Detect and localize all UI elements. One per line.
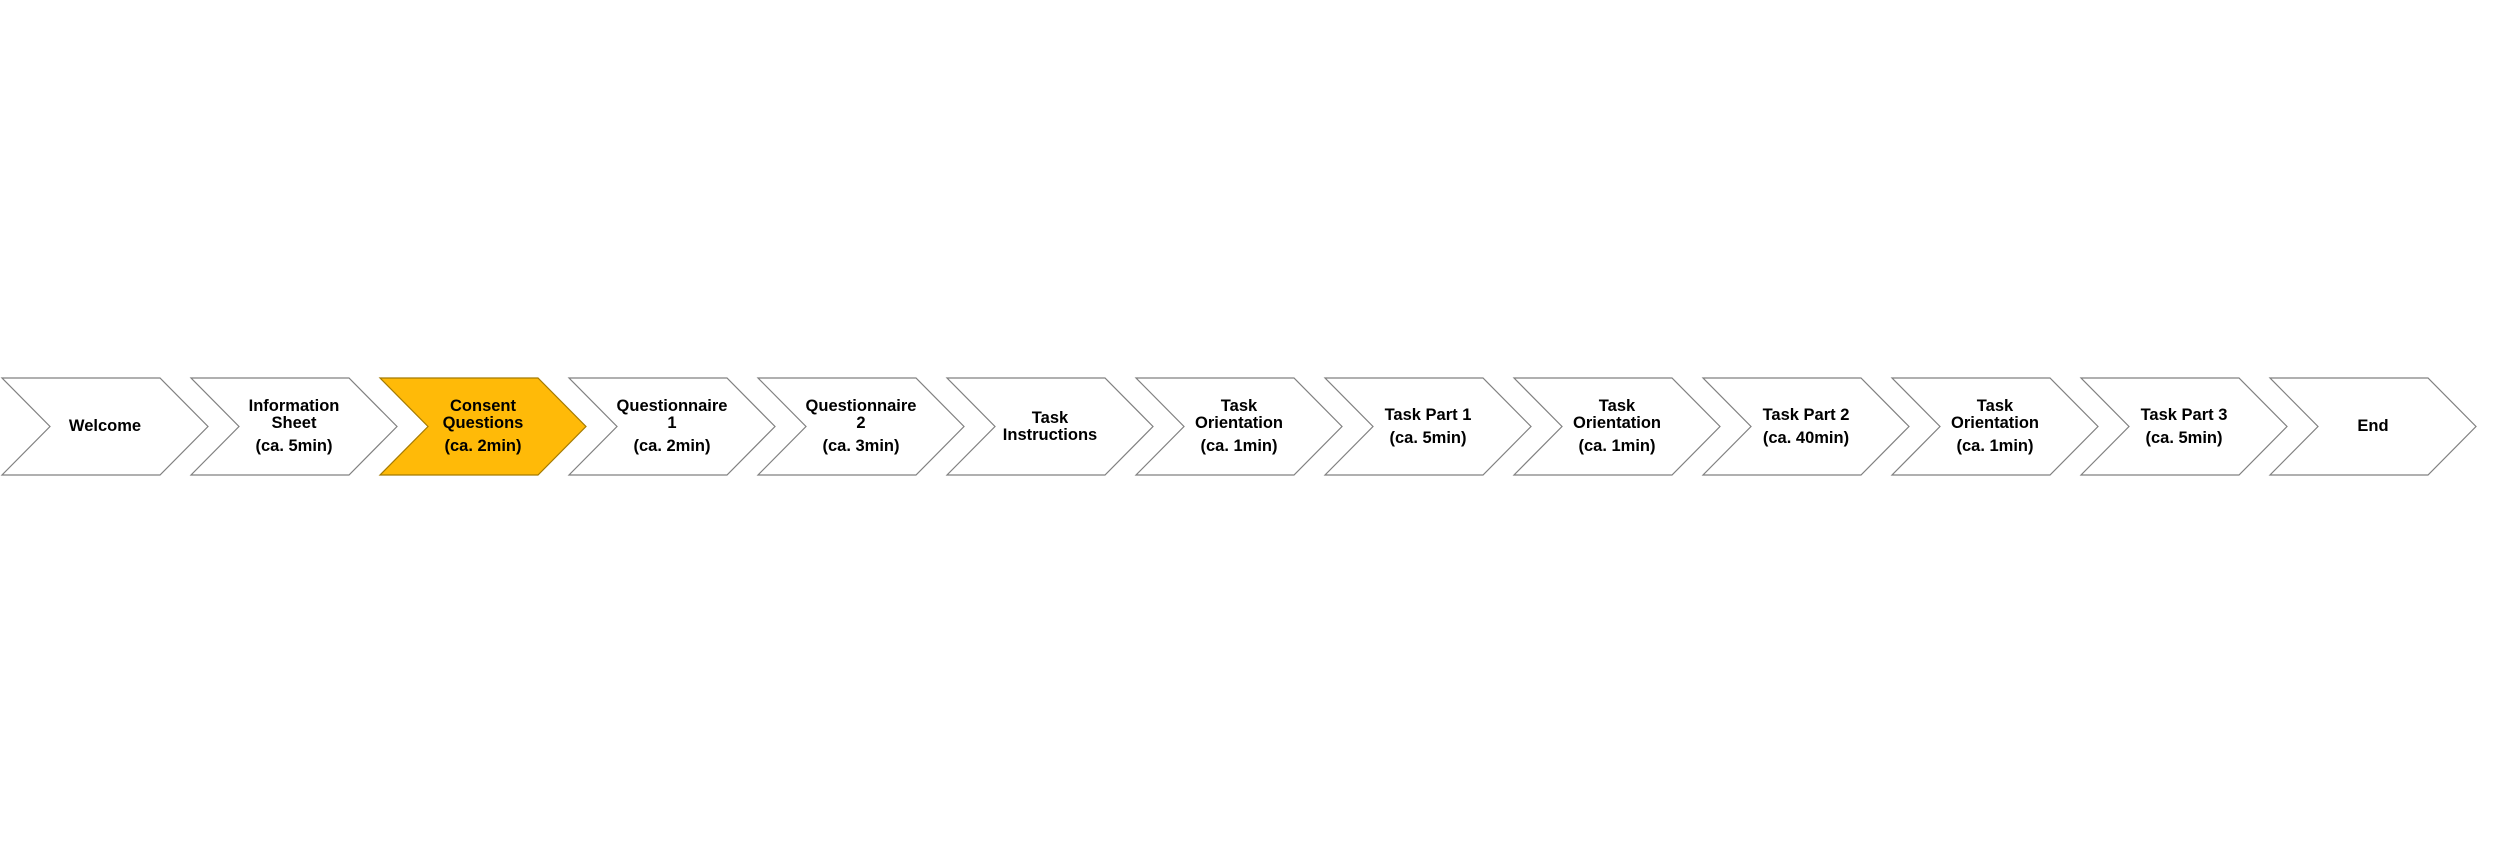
chevron-arrow-shape <box>1701 377 1910 476</box>
step-duration: (ca. 3min) <box>822 437 900 455</box>
step-duration: (ca. 5min) <box>255 437 333 455</box>
chevron-arrow-shape <box>1323 377 1532 476</box>
step-title: Task Part 2 <box>1762 405 1850 424</box>
step-questionnaire-2: Questionnaire 2 (ca. 3min) <box>756 377 965 478</box>
step-duration: (ca. 5min) <box>2145 428 2223 447</box>
chevron-outline <box>0 377 209 476</box>
chevron-arrow-shape <box>945 377 1154 476</box>
step-title: Task Orientation <box>1194 397 1283 432</box>
step-duration: (ca. 1min) <box>1956 437 2034 455</box>
chevron-outline <box>1134 377 1343 476</box>
chevron-arrow-shape <box>189 377 398 476</box>
step-title: End <box>2357 417 2389 435</box>
chevron-outline <box>189 377 398 476</box>
step-consent-questions: Consent Questions (ca. 2min) <box>378 377 587 478</box>
chevron-outline <box>2079 377 2288 476</box>
chevron-outline <box>1323 377 1532 476</box>
chevron-outline <box>378 377 587 476</box>
step-task-orientation-2: Task Orientation (ca. 1min) <box>1512 377 1721 478</box>
step-title: Task Part 3 <box>2140 405 2228 424</box>
chevron-arrow-shape <box>1512 377 1721 476</box>
step-duration: (ca. 2min) <box>444 437 522 455</box>
step-end: End <box>2268 377 2477 478</box>
chevron-arrow-shape <box>2079 377 2288 476</box>
step-duration: (ca. 40min) <box>1762 428 1850 447</box>
step-title: Welcome <box>68 417 142 435</box>
step-title: Information Sheet <box>248 397 340 432</box>
step-duration: (ca. 2min) <box>633 437 711 455</box>
step-title: Task Orientation <box>1950 397 2039 432</box>
chevron-outline <box>1890 377 2099 476</box>
step-title: Questionnaire 2 <box>805 397 917 432</box>
step-questionnaire-1: Questionnaire 1 (ca. 2min) <box>567 377 776 478</box>
chevron-arrow-shape <box>756 377 965 476</box>
step-title: Consent Questions <box>442 397 524 432</box>
chevron-outline <box>1701 377 1910 476</box>
step-progress-bar: Welcome Information Sheet (ca. 5min) Con… <box>0 377 2509 478</box>
chevron-outline <box>567 377 776 476</box>
step-title: Task Instructions <box>1002 408 1098 444</box>
step-title: Task Orientation <box>1572 397 1661 432</box>
chevron-arrow-shape <box>378 377 587 476</box>
step-duration: (ca. 1min) <box>1578 437 1656 455</box>
step-task-orientation-3: Task Orientation (ca. 1min) <box>1890 377 2099 478</box>
step-task-orientation-1: Task Orientation (ca. 1min) <box>1134 377 1343 478</box>
step-title: Task Part 1 <box>1384 405 1472 424</box>
chevron-outline <box>756 377 965 476</box>
chevron-arrow-shape <box>0 377 209 476</box>
step-task-part-2: Task Part 2 (ca. 40min) <box>1701 377 1910 478</box>
chevron-arrow-shape <box>567 377 776 476</box>
chevron-arrow-shape <box>1134 377 1343 476</box>
chevron-arrow-shape <box>2268 377 2477 476</box>
chevron-outline <box>1512 377 1721 476</box>
step-duration: (ca. 1min) <box>1200 437 1278 455</box>
step-task-instructions: Task Instructions <box>945 377 1154 478</box>
step-welcome: Welcome <box>0 377 209 478</box>
chevron-outline <box>945 377 1154 476</box>
chevron-outline <box>2268 377 2477 476</box>
step-information-sheet: Information Sheet (ca. 5min) <box>189 377 398 478</box>
step-duration: (ca. 5min) <box>1389 428 1467 447</box>
step-title: Questionnaire 1 <box>616 397 728 432</box>
step-task-part-1: Task Part 1 (ca. 5min) <box>1323 377 1532 478</box>
chevron-arrow-shape <box>1890 377 2099 476</box>
step-task-part-3: Task Part 3 (ca. 5min) <box>2079 377 2288 478</box>
